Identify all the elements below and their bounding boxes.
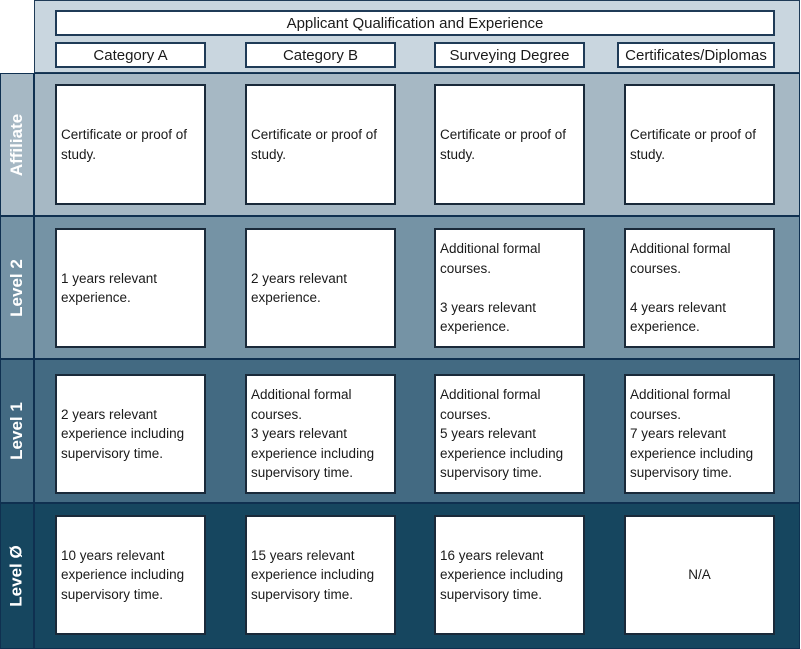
cell-affiliate-col-3: Certificate or proof of study. <box>434 84 585 205</box>
cell-text: 3 years relevant experience. <box>440 299 537 335</box>
row-label-level-2: Level 2 <box>0 216 34 359</box>
cell-spacer <box>630 278 769 298</box>
column-header-category-b: Category B <box>245 42 396 68</box>
cell-text: 2 years relevant experience including su… <box>61 406 185 461</box>
cell-level-1-col-2: Additional formal courses. 3 years releva… <box>245 374 396 494</box>
cell-level-0-col-2: 15 years relevant experience including s… <box>245 515 396 635</box>
cell-text: 16 years relevant experience including s… <box>440 547 564 602</box>
cell-text: 5 years relevant experience including su… <box>440 426 564 481</box>
cell-level-1-col-1: 2 years relevant experience including su… <box>55 374 206 494</box>
cell-level-2-col-1: 1 years relevant experience. <box>55 228 206 348</box>
cell-text: Certificate or proof of study. <box>61 127 188 162</box>
cell-level-2-col-4: Additional formal courses. 4 years releva… <box>624 228 775 348</box>
cell-text: 4 years relevant experience. <box>630 299 727 335</box>
cell-text: Additional formal courses. <box>630 387 731 422</box>
cell-text: 1 years relevant experience. <box>61 270 158 306</box>
cell-text: 7 years relevant experience including su… <box>630 426 754 481</box>
column-header-surveying-degree: Surveying Degree <box>434 42 585 68</box>
cell-text: Certificate or proof of study. <box>251 127 378 162</box>
cell-affiliate-col-1: Certificate or proof of study. <box>55 84 206 205</box>
cell-text: Additional formal courses. <box>440 387 541 422</box>
row-label-text: Level 2 <box>7 258 26 317</box>
row-label-text: Level Ø <box>7 545 27 607</box>
row-label-level-0: Level Ø <box>0 503 34 649</box>
cell-text: 3 years relevant experience including su… <box>251 426 375 481</box>
row-label-text: Affiliate <box>7 113 26 176</box>
cell-text: Additional formal courses. <box>251 387 352 422</box>
cell-text: 10 years relevant experience including s… <box>61 547 185 602</box>
cell-level-2-col-2: 2 years relevant experience. <box>245 228 396 348</box>
cell-affiliate-col-2: Certificate or proof of study. <box>245 84 396 205</box>
cell-spacer <box>440 278 579 298</box>
cell-affiliate-col-4: Certificate or proof of study. <box>624 84 775 205</box>
cell-text: N/A <box>688 567 711 583</box>
cell-text: 15 years relevant experience including s… <box>251 547 375 602</box>
cell-level-1-col-4: Additional formal courses. 7 years releva… <box>624 374 775 494</box>
cell-level-1-col-3: Additional formal courses. 5 years releva… <box>434 374 585 494</box>
row-label-text: Level 1 <box>7 402 26 460</box>
cell-level-0-col-3: 16 years relevant experience including s… <box>434 515 585 635</box>
column-header-certificates-diplomas: Certificates/Diplomas <box>617 42 775 68</box>
cell-level-2-col-3: Additional formal courses. 3 years releva… <box>434 228 585 348</box>
cell-text: Certificate or proof of study. <box>440 127 567 162</box>
column-header-category-a: Category A <box>55 42 206 68</box>
cell-level-0-col-4: N/A <box>624 515 775 635</box>
cell-text: Certificate or proof of study. <box>630 127 757 162</box>
header-title: Applicant Qualification and Experience <box>55 10 775 36</box>
cell-level-0-col-1: 10 years relevant experience including s… <box>55 515 206 635</box>
row-label-affiliate: Affiliate <box>0 73 34 216</box>
cell-text: Additional formal courses. <box>440 241 541 276</box>
cell-text: 2 years relevant experience. <box>251 270 348 306</box>
cell-text: Additional formal courses. <box>630 241 731 276</box>
row-label-level-1: Level 1 <box>0 359 34 503</box>
